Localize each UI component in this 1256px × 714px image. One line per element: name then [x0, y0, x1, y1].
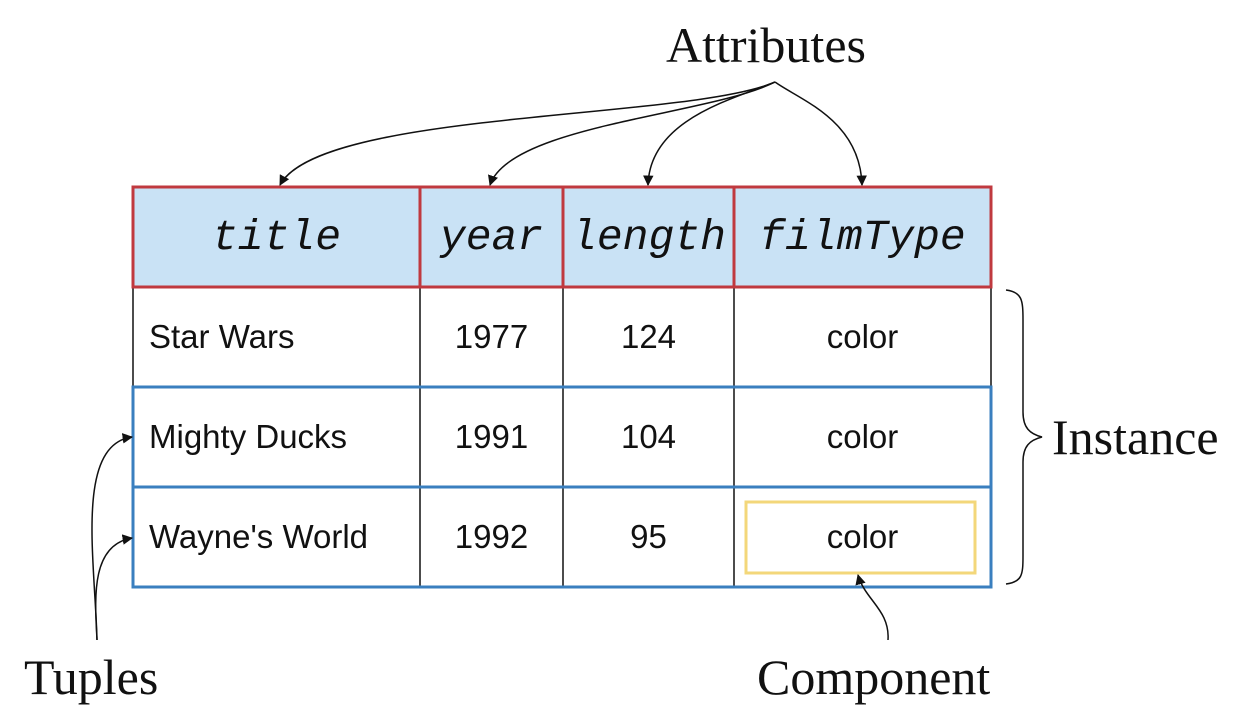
cell-row3-length: 95 [630, 518, 667, 555]
header-cell-title: title [133, 187, 420, 287]
cell-row2-title: Mighty Ducks [149, 418, 348, 455]
cell-row1-title: Star Wars [149, 318, 295, 355]
cell-row3-title: Wayne's World [149, 518, 369, 555]
arrow-to-title [279, 81, 776, 186]
header-cell-length: length [563, 187, 734, 287]
cell-row1-filmtype: color [826, 318, 899, 355]
arrow-to-length [643, 81, 776, 187]
arrow-to-row3 [94, 534, 134, 641]
header-cell-filmtype: filmType [734, 187, 991, 287]
cell-row2-length: 104 [620, 418, 677, 455]
tuples-label: Tuples [24, 649, 159, 705]
cell-row2-year: 1991 [454, 418, 529, 455]
tuple-arrows [91, 433, 134, 641]
cell-row1-year: 1977 [454, 318, 529, 355]
arrow-to-filmtype [774, 81, 867, 187]
cell-row1-length: 124 [620, 318, 677, 355]
instance-label: Instance [1052, 409, 1219, 465]
cell-row2-filmtype: color [826, 418, 899, 455]
attribute-arrows [279, 81, 867, 187]
arrow-to-row2 [91, 433, 134, 641]
header-cell-year: year [420, 187, 563, 287]
arrow-to-year [488, 81, 776, 186]
attributes-label: Attributes [666, 17, 866, 73]
cell-row3-year: 1992 [454, 518, 529, 555]
component-label: Component [757, 649, 991, 705]
instance-brace [1005, 289, 1043, 585]
cell-row3-filmtype: color [826, 518, 899, 555]
